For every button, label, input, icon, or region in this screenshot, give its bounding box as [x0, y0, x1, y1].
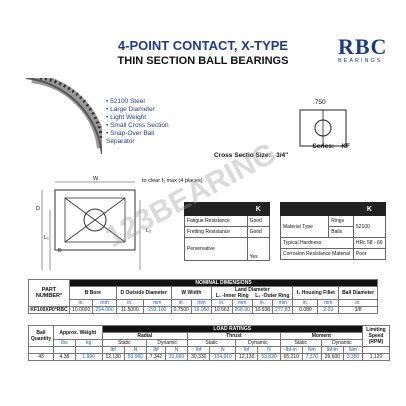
specs-left-header: K: [246, 202, 271, 216]
feature-item: • Light Weight: [106, 114, 147, 121]
logo-text: RBC: [338, 34, 388, 59]
feature-list: • 52100 Steel • Large Diameter • Light W…: [106, 98, 176, 146]
nominal-title: NOMINAL DIMENSIONS: [69, 279, 378, 287]
dim-label-w: W: [93, 176, 99, 182]
part-number-header: PART NUMBER*: [28, 279, 70, 307]
dim-label-b: B: [58, 248, 62, 254]
cross-section-dimension: .750: [313, 99, 326, 106]
brand-logo: RBC BEARINGS: [338, 34, 390, 65]
logo-subtext: BEARINGS: [338, 58, 383, 64]
feature-item: • Snap-Over Ball Separator: [106, 130, 155, 145]
dim-label-l2: L₂: [146, 228, 152, 234]
page-subtitle: THIN SECTION BALL BEARINGS: [117, 55, 289, 67]
series-value: KF: [341, 143, 350, 150]
feature-item: • 52100 Steel: [106, 98, 145, 105]
size-label: Cross Sectio Size: 3/4": [214, 152, 289, 159]
page-title: 4-POINT CONTACT, X-TYPE: [117, 38, 289, 53]
feature-item: • Small Cross Section: [106, 122, 169, 129]
series-label: Series: KF: [312, 143, 350, 150]
nominal-dimensions-table: PART NUMBER* NOMINAL DIMENSIONS B Bore D…: [28, 279, 378, 314]
size-value: 3/4": [276, 152, 289, 159]
feature-item: • Large Diameter: [106, 106, 155, 113]
technical-drawing: [30, 170, 160, 278]
dim-label-d: D: [36, 206, 40, 212]
table-row: Material Type Rings 52100: [279, 215, 387, 238]
load-ratings-table: Ball Quantity Approx. Weight LOAD RATING…: [28, 325, 390, 361]
bearing-photo: [22, 73, 107, 158]
specs-table-right: K Material Type Rings 52100 Balls Typica…: [279, 202, 387, 260]
cross-section-diagram: [298, 108, 348, 148]
dim-label-l1: L₁: [44, 235, 49, 241]
clearance-note: to clear f₁ max (4 places): [142, 178, 203, 184]
specs-right-header: K: [352, 202, 387, 216]
load-ratings-title: LOAD RATINGS: [101, 325, 363, 333]
